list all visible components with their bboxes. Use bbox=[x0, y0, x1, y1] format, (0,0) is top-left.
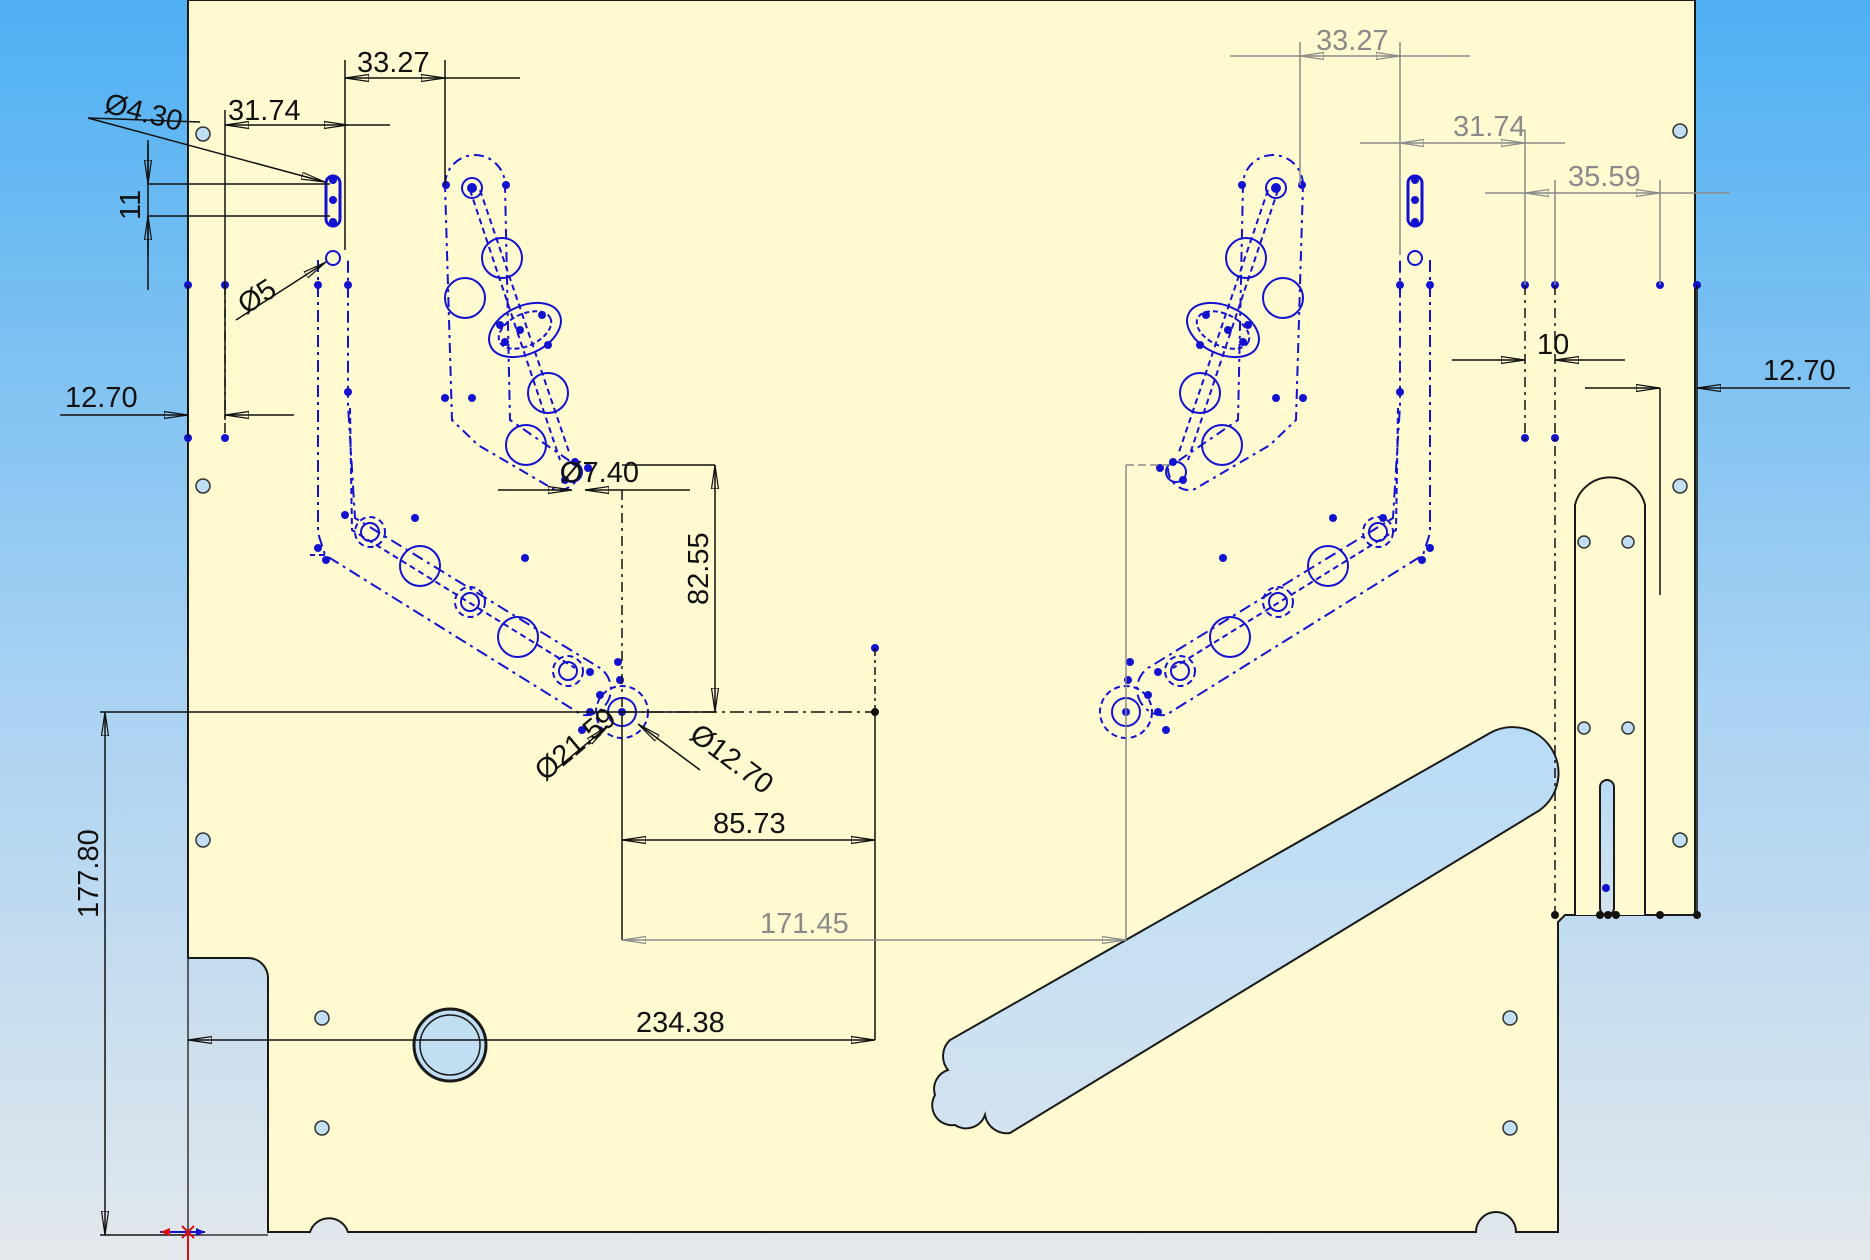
dim-35-59[interactable]: 35.59 bbox=[1568, 161, 1641, 193]
dim-234-38[interactable]: 234.38 bbox=[636, 1007, 725, 1039]
dimension-lines bbox=[60, 60, 876, 1236]
dim-dia-7-40[interactable]: Ø7.40 bbox=[560, 457, 639, 489]
large-hole[interactable] bbox=[412, 1007, 488, 1083]
dim-31-74-left[interactable]: 31.74 bbox=[228, 95, 301, 127]
dimension-lines-grey bbox=[622, 42, 1730, 940]
origin-icon bbox=[160, 1225, 205, 1260]
dim-11[interactable]: 11 bbox=[115, 190, 147, 220]
sketch-left-points bbox=[314, 176, 626, 734]
dim-171-45[interactable]: 171.45 bbox=[760, 908, 849, 940]
dim-10[interactable]: 10 bbox=[1537, 329, 1569, 361]
right-small-slot[interactable] bbox=[1599, 779, 1615, 916]
dim-177-80[interactable]: 177.80 bbox=[73, 829, 105, 918]
dimension-lines-right bbox=[187, 285, 1850, 915]
large-hole-inner bbox=[419, 1014, 481, 1076]
sketch-left[interactable] bbox=[310, 154, 649, 739]
dim-12-70-left[interactable]: 12.70 bbox=[65, 382, 138, 414]
right-vertical-slot[interactable] bbox=[1574, 476, 1646, 915]
mounting-holes bbox=[195, 123, 1688, 1136]
dim-31-74-right[interactable]: 31.74 bbox=[1453, 111, 1526, 143]
dim-33-27-right[interactable]: 33.27 bbox=[1316, 25, 1389, 57]
dim-33-27-left[interactable]: 33.27 bbox=[357, 47, 430, 79]
dim-85-73[interactable]: 85.73 bbox=[713, 808, 786, 840]
sketch-nodes bbox=[871, 708, 1701, 919]
dim-12-70-right[interactable]: 12.70 bbox=[1763, 355, 1836, 387]
dim-82-55[interactable]: 82.55 bbox=[683, 532, 715, 605]
